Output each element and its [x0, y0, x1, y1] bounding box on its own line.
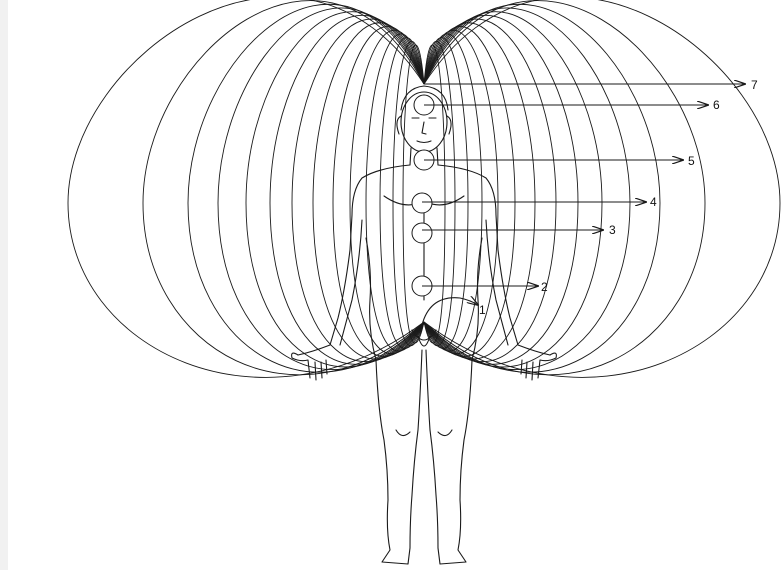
- arrow-label-4: 4: [650, 195, 657, 209]
- arrows: [422, 84, 745, 325]
- figure-nose: [422, 122, 426, 134]
- field-loop-left-13: [143, 1, 424, 375]
- field-loop-left-6: [333, 26, 424, 356]
- figure-knee-right: [438, 430, 452, 436]
- figure-leg-left: [376, 350, 422, 564]
- arrow-label-5: 5: [688, 154, 695, 168]
- arrow-label-1: 1: [479, 303, 486, 317]
- field-loop-left-4: [366, 34, 424, 351]
- field-loop-left-12: [188, 4, 424, 372]
- field-loops: [68, 0, 780, 377]
- field-loop-right-4: [424, 34, 482, 351]
- arrow-label-6: 6: [713, 98, 720, 112]
- field-loop-right-10: [424, 12, 602, 367]
- field-loop-left-8: [292, 19, 424, 362]
- field-loop-left-5: [350, 30, 424, 353]
- arrow-label-3: 3: [609, 223, 616, 237]
- field-loop-right-12: [424, 4, 660, 372]
- figure-leg-right: [426, 350, 472, 564]
- arrow-label-7: 7: [751, 78, 758, 92]
- figure-ear-right: [447, 116, 451, 134]
- field-loop-left-3: [380, 38, 424, 349]
- field-loop-right-13: [424, 1, 705, 375]
- chakra-circle-solar: [412, 223, 432, 243]
- field-loop-right-5: [424, 30, 498, 353]
- figure-ear-left: [397, 116, 401, 134]
- field-loop-left-10: [246, 12, 424, 367]
- arrow-labels: 1 2 3 4 5 6 7: [479, 78, 758, 317]
- figure-knee-left: [396, 430, 410, 436]
- arrow-label-2: 2: [541, 280, 548, 294]
- field-loop-right-8: [424, 19, 556, 362]
- field-loop-left-7: [313, 23, 424, 359]
- figure-mouth: [417, 141, 431, 143]
- field-loop-right-6: [424, 26, 515, 356]
- chakra-circle-heart: [412, 193, 432, 213]
